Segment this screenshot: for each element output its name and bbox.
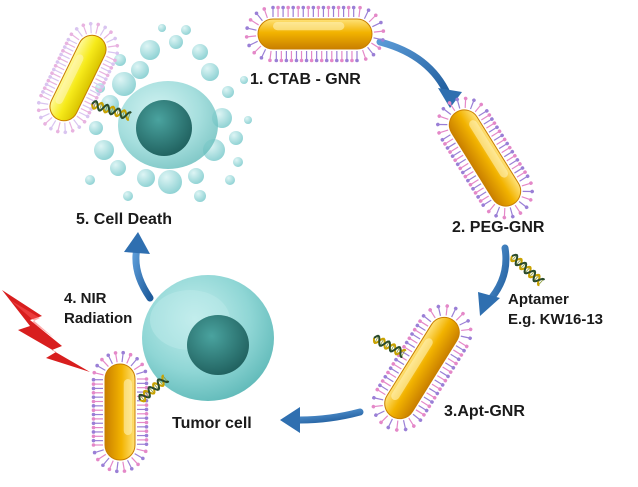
ctab-gold-nanorod-icon xyxy=(244,5,386,63)
arrow-4-to-5-head xyxy=(124,232,150,254)
cell-fragment-bubble xyxy=(192,44,208,60)
ligand-halo xyxy=(371,304,473,432)
cell-fragment-bubble xyxy=(229,131,243,145)
cell-fragment-bubble xyxy=(201,63,219,81)
step-4-radiation-label: Radiation xyxy=(64,310,133,327)
dying-cell-nucleus xyxy=(136,100,192,156)
cell-fragment-bubble xyxy=(233,157,243,167)
cell-fragment-bubble xyxy=(181,25,191,35)
ligand-halo xyxy=(36,21,120,135)
cell-fragment-bubble xyxy=(158,24,166,32)
cell-fragment-bubble xyxy=(158,170,182,194)
aptamer-label: Aptamer xyxy=(508,291,569,308)
arrow-3-to-tumor xyxy=(296,408,364,424)
arrow-2-to-3 xyxy=(484,244,510,306)
arrow-1-to-2-head xyxy=(438,88,462,108)
step-3-label: 3.Apt-GNR xyxy=(444,403,525,420)
cell-fragment-bubble xyxy=(169,35,183,49)
arrow-3-to-tumor-head xyxy=(280,407,300,433)
aptamer-gold-nanorod-icon xyxy=(371,304,473,432)
cell-fragment-bubble xyxy=(240,76,248,84)
cell-fragment-bubble xyxy=(89,121,103,135)
step-1-label: 1. CTAB - GNR xyxy=(250,71,361,88)
dying-cell xyxy=(118,81,218,169)
ligand-halo xyxy=(91,350,149,474)
cell-fragment-bubble xyxy=(114,54,126,66)
cell-fragment-bubble xyxy=(112,72,136,96)
cell-fragment-bubble xyxy=(244,116,252,124)
cell-fragment-bubble xyxy=(123,191,133,201)
ligand-halo xyxy=(436,96,534,220)
lightning-icon xyxy=(2,290,90,372)
cycle-arrows xyxy=(124,38,510,433)
dna-aptamer-icon xyxy=(510,253,545,287)
arrow-1-to-2 xyxy=(376,38,452,99)
cell-fragment-bubble xyxy=(188,168,204,184)
tumor-cell-nucleus xyxy=(187,315,249,375)
rod3-aptamer-icon xyxy=(372,334,407,359)
cell-fragment-bubble xyxy=(225,175,235,185)
rod5-aptamer-icon xyxy=(91,100,132,121)
tumor-cell-label: Tumor cell xyxy=(172,415,252,432)
cell-fragment-bubble xyxy=(110,160,126,176)
aptamer-example-label: E.g. KW16-13 xyxy=(508,311,604,328)
cell-fragment-bubble xyxy=(85,175,95,185)
heated-nanorod-icon xyxy=(36,21,120,135)
step-4-label: 4. NIR xyxy=(64,290,107,307)
cell-death-bubbles xyxy=(85,24,252,202)
bound-aptamer-gold-nanorod-icon xyxy=(91,350,149,474)
cell-fragment-bubble xyxy=(137,169,155,187)
arrow-4-to-5 xyxy=(132,244,154,302)
cell-fragment-bubble xyxy=(140,40,160,60)
rod4-aptamer-icon xyxy=(138,374,170,403)
arrow-2-to-3-head xyxy=(478,292,500,316)
step-5-label: 5. Cell Death xyxy=(76,211,173,228)
tumor-cell xyxy=(142,275,274,401)
cell-fragment-bubble xyxy=(222,86,234,98)
cell-fragment-bubble xyxy=(94,140,114,160)
ligand-halo xyxy=(244,5,386,63)
peg-gold-nanorod-icon xyxy=(436,96,534,220)
cell-fragment-bubble xyxy=(131,61,149,79)
cell-fragment-bubble xyxy=(194,190,206,202)
step-2-label: 2. PEG-GNR xyxy=(452,219,545,236)
